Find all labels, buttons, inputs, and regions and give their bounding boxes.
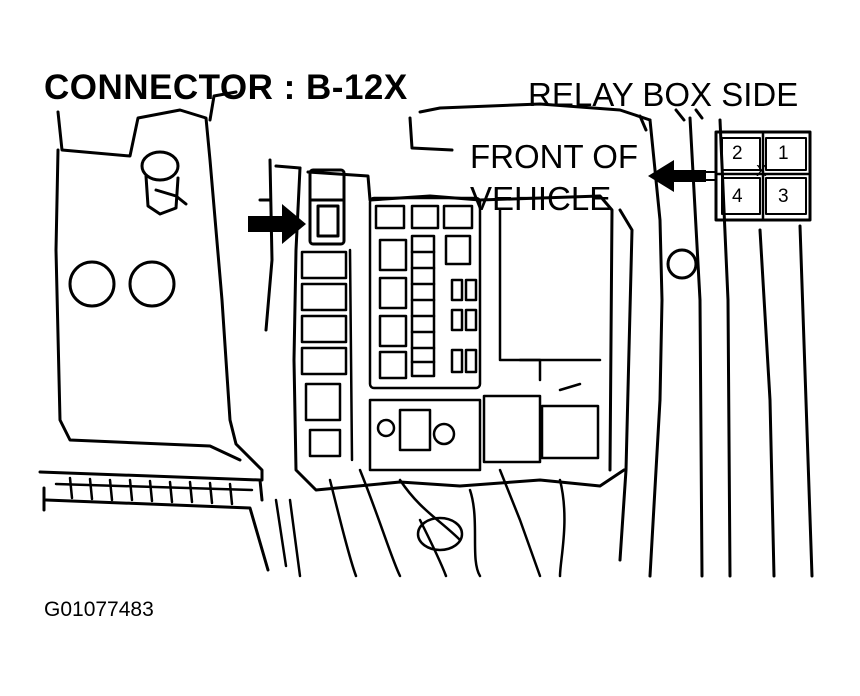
fuse-column-left bbox=[300, 248, 354, 462]
pointer-arrow-connector bbox=[248, 204, 306, 244]
front-of-vehicle-label: FRONT OF bbox=[470, 138, 639, 175]
cable-clip bbox=[140, 150, 188, 216]
blank-pin-marker: X bbox=[756, 163, 767, 180]
pin-label-2: 2 bbox=[732, 143, 743, 164]
mount-hole-left bbox=[68, 260, 116, 308]
central-fuse-block bbox=[368, 196, 482, 390]
ribbed-cover bbox=[54, 476, 254, 506]
relay-box-side-label: RELAY BOX SIDE bbox=[528, 76, 799, 113]
mount-hole-far-right bbox=[666, 248, 698, 280]
front-of-vehicle-label-line2: VEHICLE bbox=[470, 180, 612, 217]
pin-label-4: 4 bbox=[732, 186, 743, 207]
connector-b12x-block bbox=[308, 168, 346, 246]
mount-hole-right bbox=[128, 260, 176, 308]
connector-title: CONNECTOR : B-12X bbox=[44, 68, 408, 107]
connector-face-diagram bbox=[703, 130, 812, 222]
pin-label-1: 1 bbox=[778, 143, 789, 164]
figure-id: G01077483 bbox=[44, 598, 154, 621]
front-of-vehicle-arrow bbox=[648, 160, 706, 192]
relay-area-right bbox=[368, 208, 602, 472]
wire-harness bbox=[274, 468, 566, 578]
battery-housing bbox=[38, 90, 270, 572]
pin-label-3: 3 bbox=[778, 186, 789, 207]
